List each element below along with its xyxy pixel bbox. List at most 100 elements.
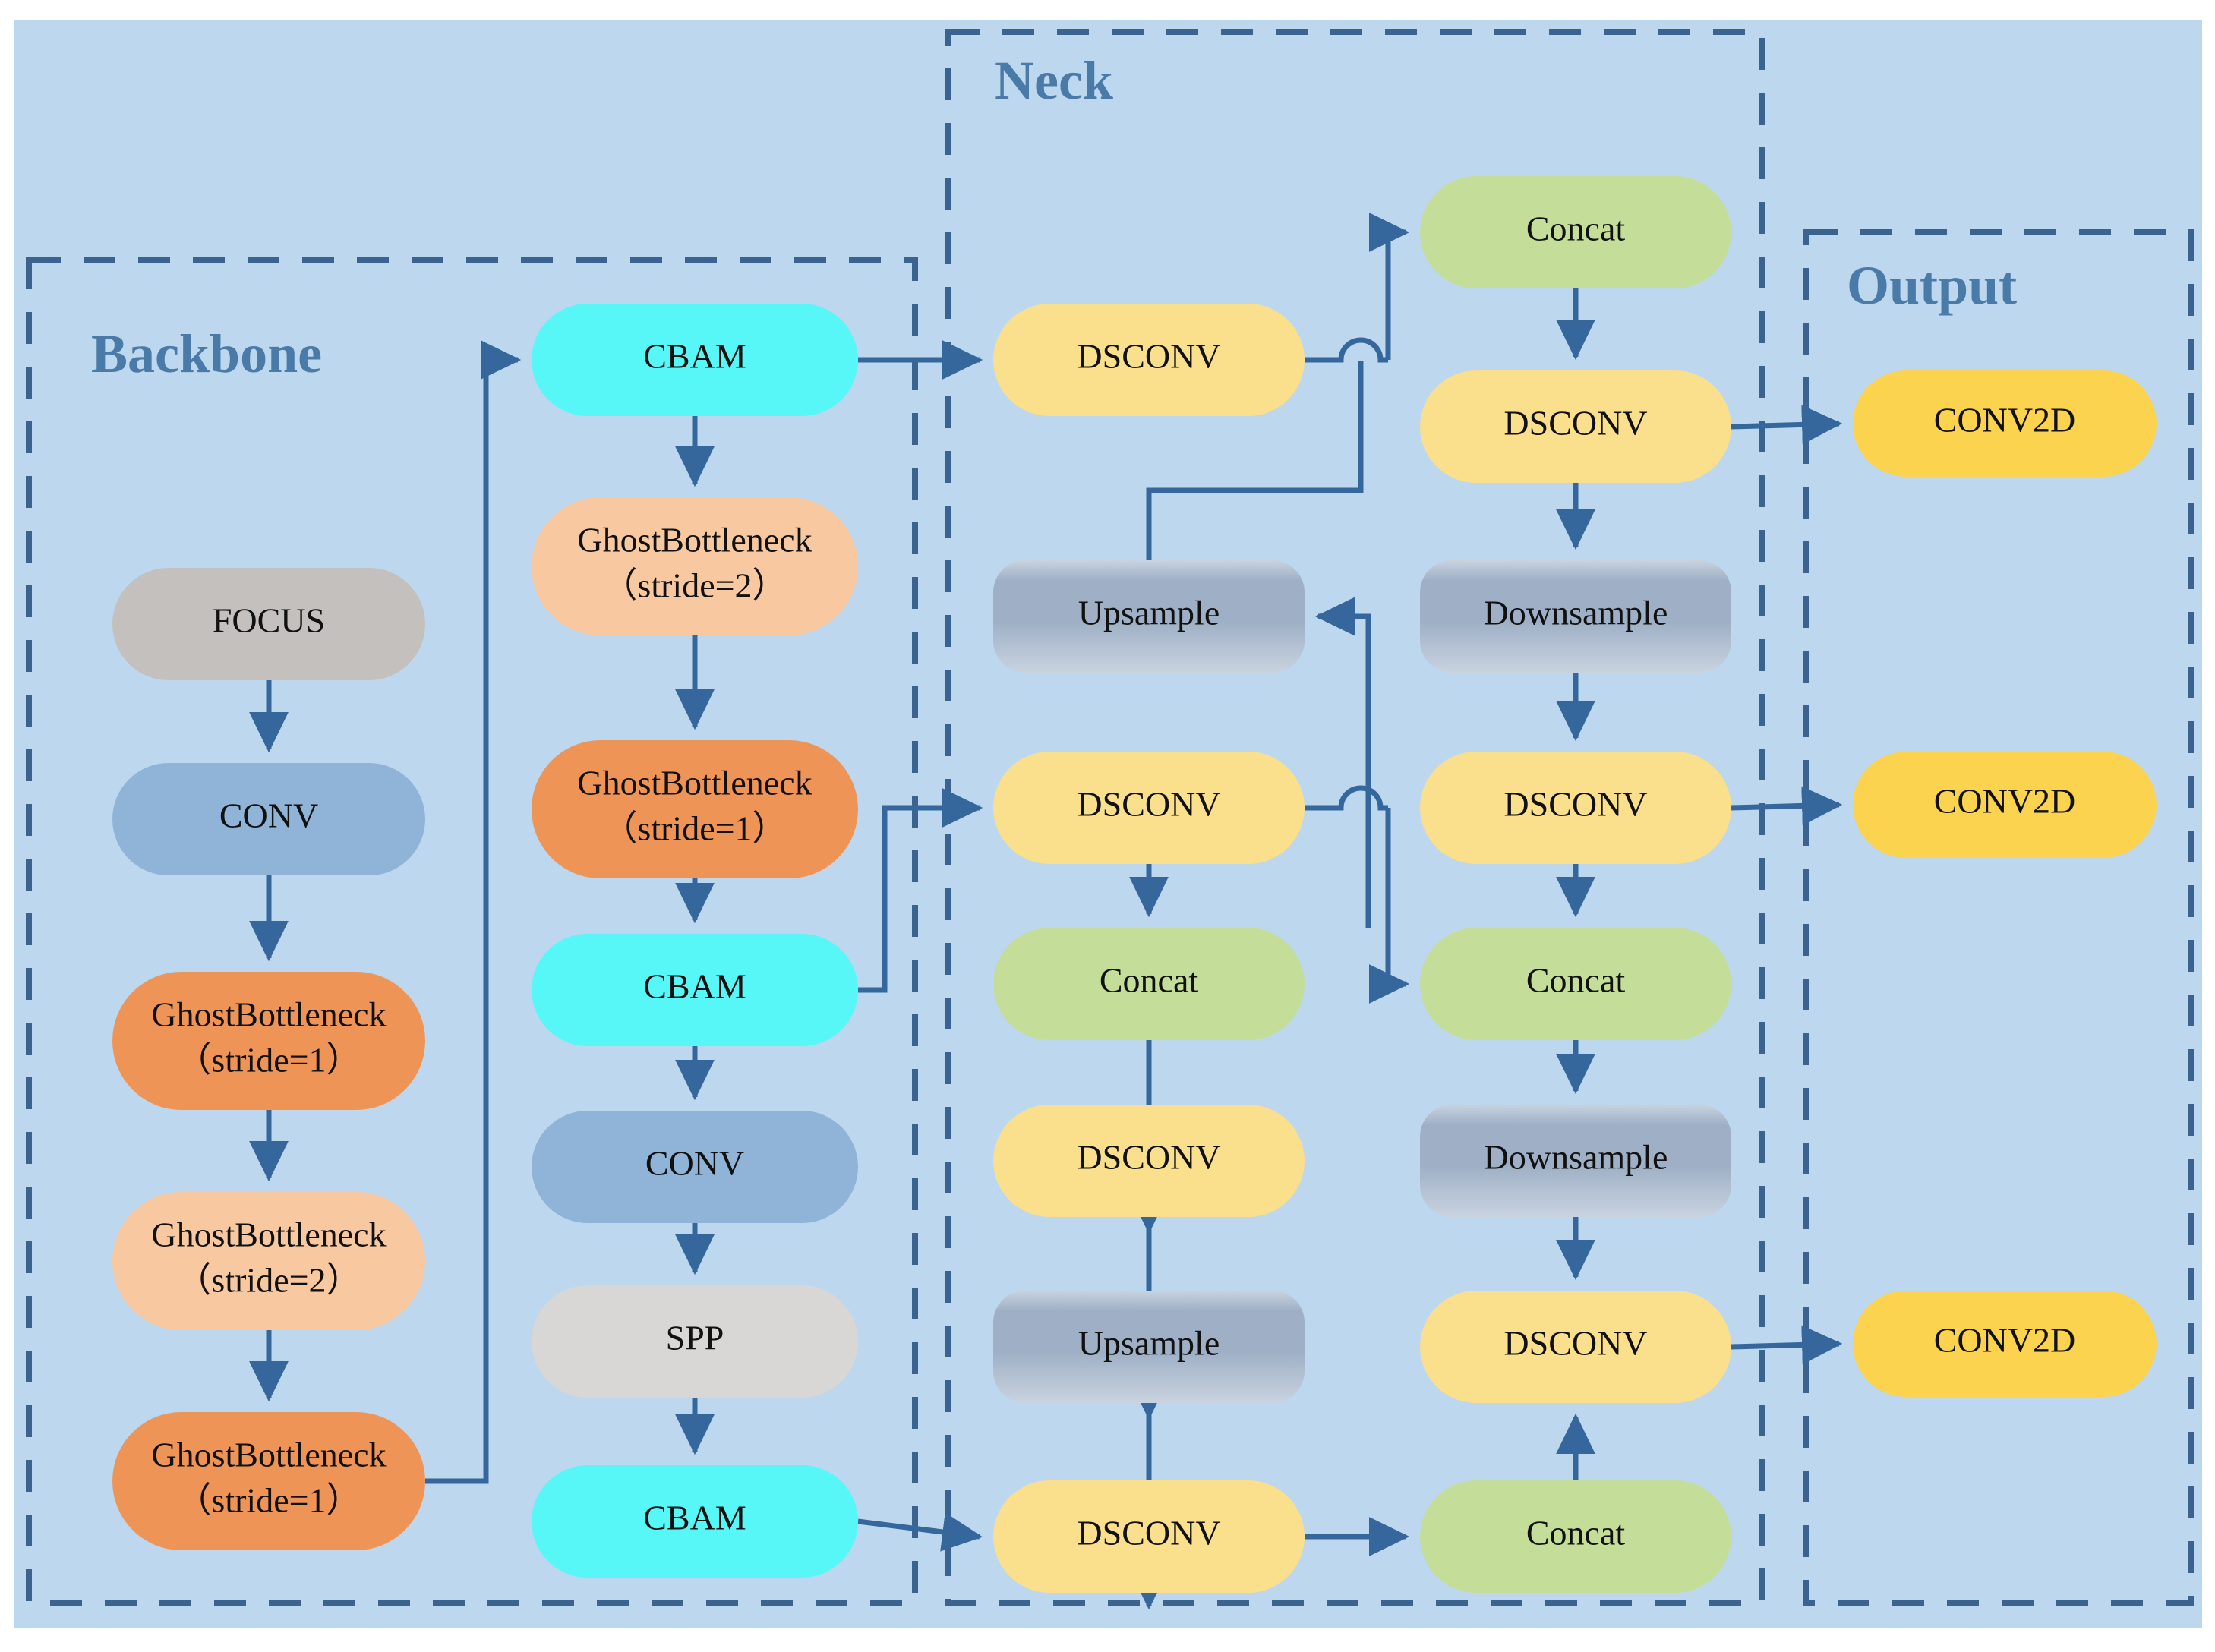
node-cc_m3[interactable]: Concat: [1420, 1480, 1731, 1593]
node-ds_n3[interactable]: DSCONV: [993, 1105, 1305, 1217]
node-label: DSCONV: [1077, 785, 1220, 824]
node-ds_m3[interactable]: DSCONV: [1420, 1291, 1731, 1403]
node-label: DSCONV: [1077, 1138, 1220, 1177]
node-shape: [1420, 928, 1731, 1040]
node-ds_n2[interactable]: DSCONV: [993, 752, 1305, 864]
node-shape: [112, 1192, 425, 1330]
node-up_n1[interactable]: Upsample: [993, 560, 1305, 673]
node-cc_n1[interactable]: Concat: [993, 928, 1305, 1040]
node-gb_c1[interactable]: GhostBottleneck （stride=2）: [532, 497, 858, 635]
node-label: CONV: [645, 1144, 744, 1183]
node-cbam_2[interactable]: CBAM: [532, 934, 858, 1046]
node-shape: [532, 1111, 858, 1223]
node-shape: [1420, 1105, 1731, 1217]
node-label: CONV: [219, 796, 318, 835]
node-ds_n4[interactable]: DSCONV: [993, 1480, 1305, 1593]
node-label: GhostBottleneck: [151, 1215, 386, 1254]
node-shape: [1853, 1291, 2157, 1397]
node-shape: [993, 1480, 1305, 1593]
node-label: （stride=1）: [176, 1481, 361, 1520]
node-label: GhostBottleneck: [577, 521, 812, 560]
node-label: Upsample: [1078, 594, 1220, 632]
node-cc_m2[interactable]: Concat: [1420, 928, 1731, 1040]
node-shape: [112, 763, 425, 875]
node-label: CONV2D: [1934, 782, 2076, 821]
node-label: DSCONV: [1077, 337, 1220, 376]
node-shape: [112, 1412, 425, 1550]
node-cc_m1[interactable]: Concat: [1420, 176, 1731, 288]
node-out_1[interactable]: CONV2D: [1853, 370, 2157, 477]
node-label: CBAM: [643, 967, 746, 1006]
node-shape: [1420, 1291, 1731, 1403]
node-dn_m1[interactable]: Downsample: [1420, 560, 1731, 673]
node-label: DSCONV: [1077, 1514, 1220, 1553]
node-shape: [993, 928, 1305, 1040]
node-shape: [1420, 1480, 1731, 1593]
node-label: GhostBottleneck: [151, 995, 386, 1034]
node-shape: [1420, 752, 1731, 864]
node-label: CBAM: [643, 1499, 746, 1537]
node-shape: [993, 304, 1305, 416]
node-dn_m2[interactable]: Downsample: [1420, 1105, 1731, 1217]
node-label: CONV2D: [1934, 401, 2076, 440]
node-label: （stride=2）: [176, 1261, 361, 1300]
node-label: Concat: [1526, 210, 1626, 248]
node-ds_m1[interactable]: DSCONV: [1420, 370, 1731, 483]
node-shape: [993, 560, 1305, 673]
node-label: Concat: [1526, 1514, 1626, 1553]
node-up_n2[interactable]: Upsample: [993, 1291, 1305, 1403]
node-label: GhostBottleneck: [577, 764, 812, 802]
node-gb_b1[interactable]: GhostBottleneck （stride=1）: [112, 972, 425, 1110]
node-shape: [993, 1291, 1305, 1403]
node-shape: [112, 972, 425, 1110]
node-cbam_1[interactable]: CBAM: [532, 304, 858, 416]
node-shape: [532, 934, 858, 1046]
node-shape: [532, 1465, 858, 1578]
node-label: （stride=1）: [176, 1041, 361, 1080]
node-spp[interactable]: SPP: [532, 1285, 858, 1398]
node-conv_b1[interactable]: CONV: [112, 763, 425, 875]
node-label: CBAM: [643, 337, 746, 376]
node-ds_m2[interactable]: DSCONV: [1420, 752, 1731, 864]
group-box-output: [1803, 229, 2194, 1606]
node-cbam_3[interactable]: CBAM: [532, 1465, 858, 1578]
node-label: DSCONV: [1503, 785, 1647, 824]
node-label: CONV2D: [1934, 1321, 2076, 1360]
node-label: GhostBottleneck: [151, 1436, 386, 1474]
group-box-backbone: [26, 257, 918, 1606]
node-shape: [1853, 370, 2157, 477]
node-shape: [532, 740, 858, 878]
node-shape: [993, 752, 1305, 864]
group-box-neck: [945, 29, 1765, 1606]
node-shape: [532, 497, 858, 635]
node-out_2[interactable]: CONV2D: [1853, 752, 2157, 858]
node-conv_c[interactable]: CONV: [532, 1111, 858, 1223]
node-focus[interactable]: FOCUS: [112, 568, 425, 680]
node-label: SPP: [666, 1319, 724, 1357]
node-label: Downsample: [1484, 594, 1668, 632]
node-label: DSCONV: [1503, 1324, 1647, 1363]
node-label: DSCONV: [1503, 404, 1647, 443]
node-shape: [532, 304, 858, 416]
node-shape: [532, 1285, 858, 1398]
node-label: Concat: [1526, 961, 1626, 1000]
group-title-backbone: Backbone: [91, 323, 322, 384]
node-out_3[interactable]: CONV2D: [1853, 1291, 2157, 1397]
node-gb_c2[interactable]: GhostBottleneck （stride=1）: [532, 740, 858, 878]
node-shape: [1420, 560, 1731, 673]
node-label: （stride=1）: [602, 809, 787, 848]
node-gb_b2[interactable]: GhostBottleneck （stride=2）: [112, 1192, 425, 1330]
node-shape: [1420, 176, 1731, 288]
node-gb_b3[interactable]: GhostBottleneck （stride=1）: [112, 1412, 425, 1550]
group-title-output: Output: [1847, 255, 2017, 316]
node-layer: FOCUSCONVGhostBottleneck（stride=1）GhostB…: [112, 176, 2157, 1593]
node-label: FOCUS: [213, 601, 325, 640]
group-title-neck: Neck: [995, 50, 1113, 111]
node-shape: [1853, 752, 2157, 858]
node-label: Upsample: [1078, 1324, 1220, 1363]
node-shape: [1420, 370, 1731, 483]
node-shape: [112, 568, 425, 680]
node-label: （stride=2）: [602, 566, 787, 605]
node-ds_n1[interactable]: DSCONV: [993, 304, 1305, 416]
